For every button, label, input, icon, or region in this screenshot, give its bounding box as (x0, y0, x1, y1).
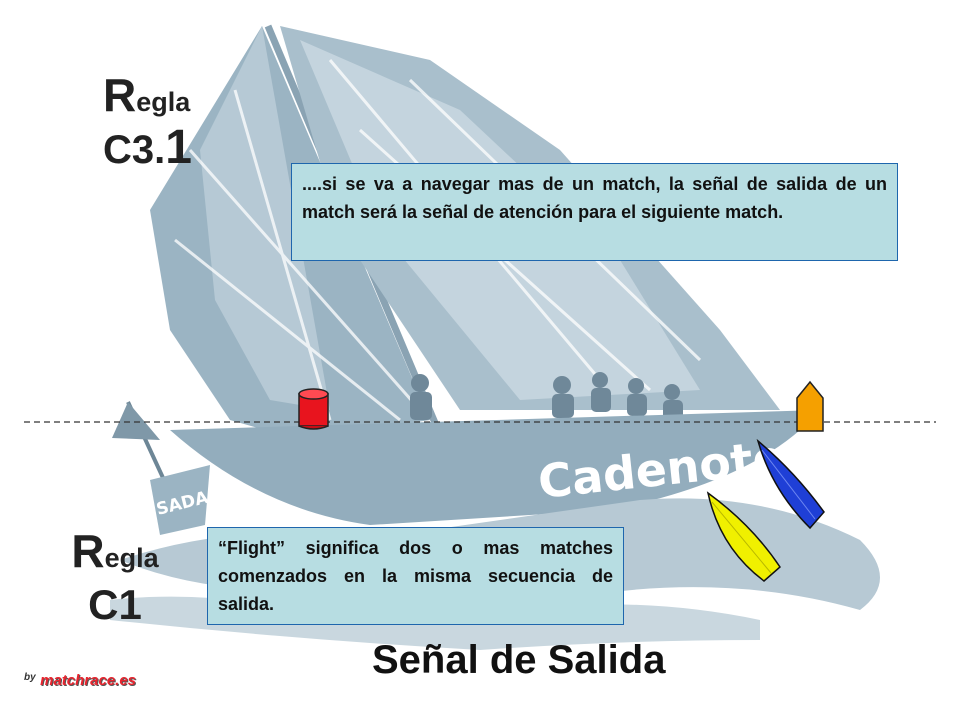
blue-boat-icon (756, 438, 825, 530)
mainsail-panel (200, 26, 330, 410)
red-mark-icon (298, 388, 329, 430)
rule-code: C1 (88, 581, 142, 628)
rule-initial: R (71, 525, 105, 577)
rule-c1-note: “Flight” significa dos o mas matches com… (207, 527, 624, 625)
rule-word-rest: egla (136, 87, 191, 117)
rule-initial: R (103, 69, 137, 121)
rule-code-last: 1 (165, 121, 192, 174)
credit-by: by (24, 672, 36, 683)
rule-c3-1-note: ....si se va a navegar mas de un match, … (291, 163, 898, 261)
rule-c1-title: Regla C1 (60, 528, 170, 626)
signal-title: Señal de Salida (372, 638, 666, 682)
yellow-boat-icon (706, 491, 781, 582)
rule-code-main: C3. (103, 128, 166, 172)
rule-c3-1-title: Regla C3.1 (103, 72, 192, 172)
orange-mark-icon (796, 380, 824, 432)
rule-word-rest: egla (104, 543, 159, 573)
credit: by matchrace.es (24, 672, 136, 690)
buoy-flag-icon: SADA (112, 401, 211, 535)
hull (170, 410, 820, 525)
credit-site: matchrace.es (40, 672, 137, 689)
rule-code: C3.1 (103, 124, 192, 172)
